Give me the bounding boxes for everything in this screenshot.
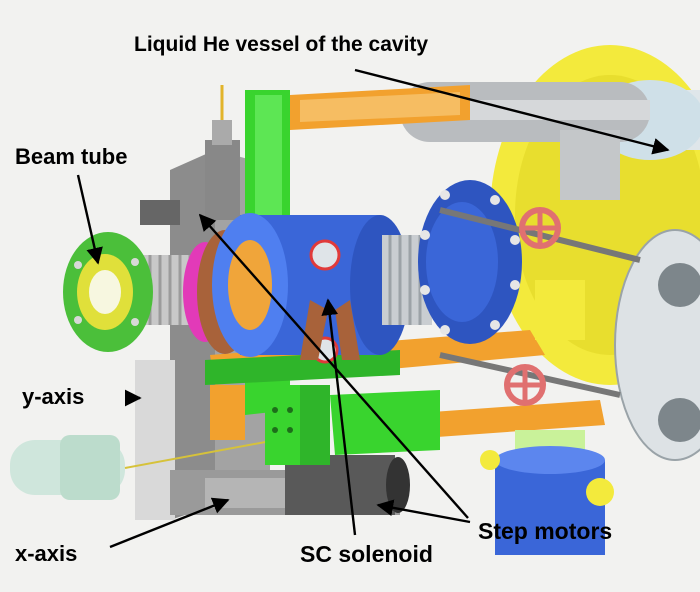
side-cylinder — [10, 429, 331, 500]
lower-supports — [480, 280, 614, 555]
arrow-step-motors-a — [198, 213, 469, 519]
orange-upper-frame — [290, 85, 470, 130]
arrow-liquid-he — [354, 68, 670, 155]
arrow-x-axis — [109, 497, 230, 549]
leader-arrows — [76, 68, 670, 549]
right-flange — [614, 229, 700, 461]
arrow-step-motors-b — [376, 499, 471, 524]
arrow-sc-solenoid — [321, 298, 357, 536]
lower-valve — [439, 352, 621, 406]
label-sc-solenoid: SC solenoid — [300, 541, 433, 567]
arrow-beam-tube — [76, 174, 103, 265]
label-x-axis: x-axis — [15, 541, 78, 566]
label-step-motors: Step motors — [478, 518, 613, 544]
blue-flange — [418, 180, 522, 344]
label-y-axis: y-axis — [22, 384, 85, 409]
label-liquid-he-vessel: Liquid He vessel of the cavity — [134, 33, 429, 56]
label-beam-tube: Beam tube — [15, 144, 128, 169]
upper-valve — [439, 207, 641, 263]
y-step-motor — [140, 85, 240, 225]
